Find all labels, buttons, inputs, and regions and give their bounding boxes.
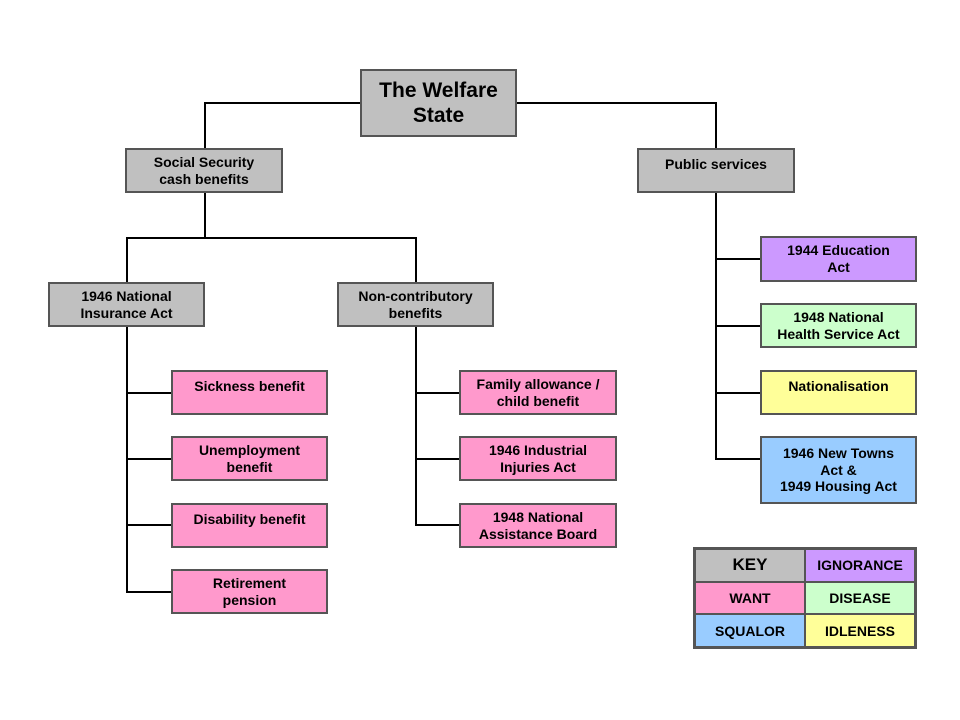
key-title: KEY [695,549,805,582]
family-allowance-node: Family allowance / child benefit [459,370,617,415]
public-services-node: Public services [637,148,795,193]
retirement-pension-node: Retirement pension [171,569,328,614]
new-towns-housing-node: 1946 New Towns Act & 1949 Housing Act [760,436,917,504]
health-service-act-node: 1948 National Health Service Act [760,303,917,348]
education-act-node: 1944 Education Act [760,236,917,282]
disability-benefit-node: Disability benefit [171,503,328,548]
root-node: The Welfare State [360,69,517,137]
social-security-node: Social Security cash benefits [125,148,283,193]
key-disease: DISEASE [805,581,915,615]
key-want: WANT [695,581,805,615]
key-squalor: SQUALOR [695,614,805,647]
nationalisation-node: Nationalisation [760,370,917,415]
key-ignorance: IGNORANCE [805,549,915,582]
sickness-benefit-node: Sickness benefit [171,370,328,415]
key-idleness: IDLENESS [805,614,915,647]
national-assistance-node: 1948 National Assistance Board [459,503,617,548]
unemployment-benefit-node: Unemployment benefit [171,436,328,481]
industrial-injuries-node: 1946 Industrial Injuries Act [459,436,617,481]
colour-key: KEY IGNORANCE WANT DISEASE SQUALOR IDLEN… [693,547,917,649]
national-insurance-node: 1946 National Insurance Act [48,282,205,327]
non-contributory-node: Non-contributory benefits [337,282,494,327]
